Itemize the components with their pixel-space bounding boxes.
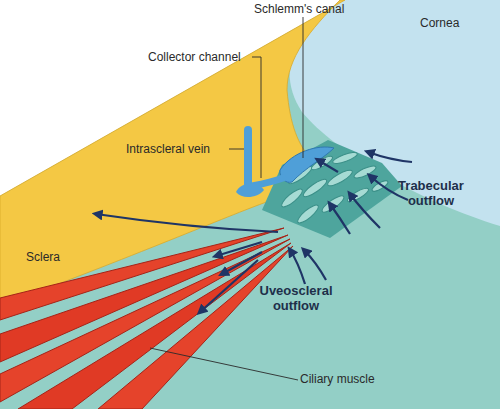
uveoscleral-arrow [290,250,305,284]
muscle-bundle [0,228,284,320]
trabecular-arrow [368,152,412,162]
flow-label: Uveoscleral outflow [248,283,344,313]
uveoscleral-arrow [304,250,326,280]
meshwork-pore [279,187,304,210]
trabecular-arrow [318,160,338,172]
leader-line [150,348,298,380]
part-label: Ciliary muscle [300,372,420,386]
meshwork-pore [332,150,359,165]
part-label: Cornea [420,16,490,30]
meshwork-pore [371,179,390,193]
part-label: Schlemm's canal [254,2,364,16]
leader-line [252,57,261,178]
part-label: Intrascleral vein [126,142,236,156]
meshwork-pore [295,203,320,226]
meshwork-pore [301,177,329,200]
leader-line [303,17,304,158]
leader-line [229,149,244,150]
uveoscleral-arrow [216,242,262,256]
outflow-arrows [96,152,412,312]
meshwork-pore [320,193,346,214]
uveoscleral-arrow [200,260,258,312]
trabecular-arrow [330,204,350,234]
muscle-bundle [98,246,293,409]
intrascleral-vein [244,130,252,188]
trabecular-meshwork [262,140,402,238]
ciliary-muscle [0,228,293,409]
flow-label: Trabecular outflow [388,178,474,208]
part-label: Collector channel [148,50,258,64]
uveoscleral-arrow [96,214,278,232]
trabecular-arrow [350,194,380,228]
vein-junction [236,183,264,197]
part-label: Sclera [26,250,86,264]
meshwork-pore [326,168,354,189]
leader-lines [150,17,303,380]
